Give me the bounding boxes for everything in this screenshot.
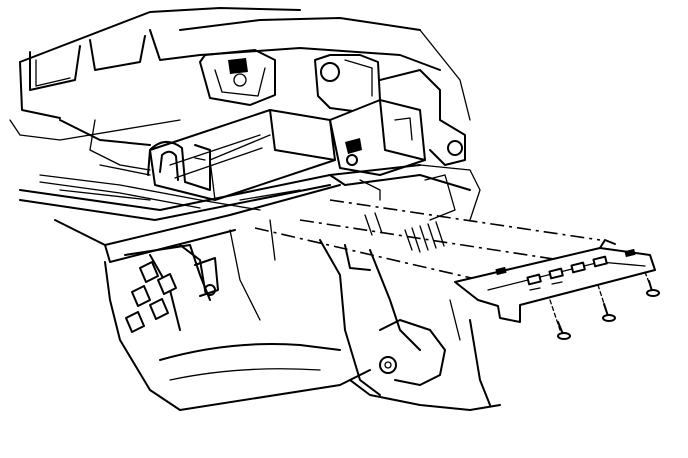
screw-left	[549, 299, 571, 340]
hatch-marks	[364, 212, 445, 253]
alignment-lines	[254, 199, 601, 281]
connector-block	[329, 99, 426, 176]
cover-plate	[454, 239, 656, 323]
duct-housing	[149, 109, 336, 201]
floor-tunnel	[159, 219, 371, 411]
upper-frame-rail	[179, 17, 471, 121]
screw-center	[597, 284, 616, 322]
left-mount-bracket	[199, 49, 276, 106]
retaining-strap	[147, 141, 211, 191]
cross-beam	[19, 164, 481, 263]
dash-frame-upper-left	[9, 7, 301, 146]
lower-left-panel	[104, 244, 219, 411]
screw-right	[644, 271, 660, 297]
center-support	[319, 174, 501, 411]
